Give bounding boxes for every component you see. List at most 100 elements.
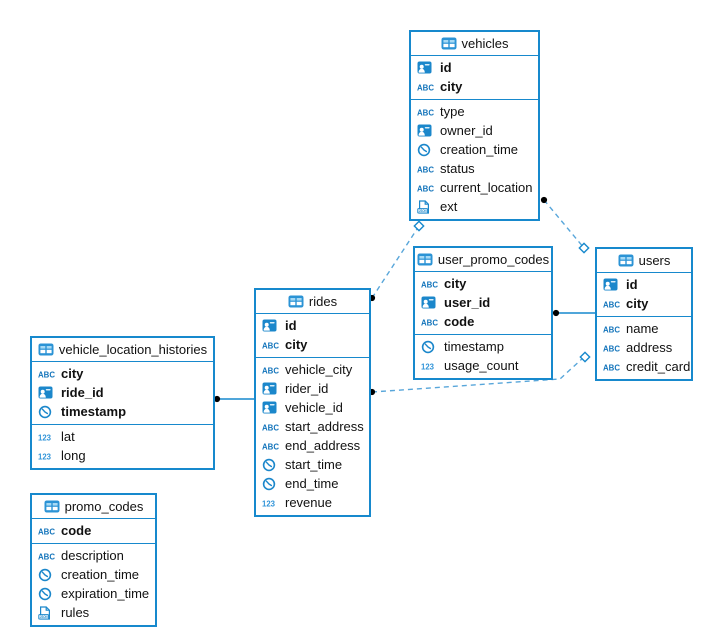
relation-user-promo-codes-users[interactable] xyxy=(551,309,595,317)
column-row[interactable]: vehicle_id xyxy=(256,398,369,417)
column-name: current_location xyxy=(440,180,533,195)
column-name: vehicle_id xyxy=(285,400,343,415)
abc-string-icon: ABC xyxy=(262,340,281,350)
table-icon xyxy=(417,253,433,266)
abc-string-icon: ABC xyxy=(417,82,436,92)
column-row[interactable]: ABC end_address xyxy=(256,436,369,455)
numeric-123-icon: 123 xyxy=(262,498,281,508)
column-name: city xyxy=(440,79,463,94)
table-header[interactable]: promo_codes xyxy=(32,495,155,519)
table-name: user_promo_codes xyxy=(437,252,550,267)
svg-text:ABC: ABC xyxy=(262,442,279,451)
column-row[interactable]: start_time xyxy=(256,455,369,474)
table-header[interactable]: vehicles xyxy=(411,32,538,56)
column-row[interactable]: creation_time xyxy=(411,140,538,159)
clock-icon xyxy=(262,458,281,472)
table-header[interactable]: rides xyxy=(256,290,369,314)
id-icon xyxy=(38,386,57,399)
abc-string-icon: ABC xyxy=(417,107,436,117)
column-name: start_time xyxy=(285,457,343,472)
column-name: address xyxy=(626,340,673,355)
table-header[interactable]: user_promo_codes xyxy=(415,248,551,272)
relation-vehicles-users[interactable] xyxy=(540,196,590,254)
table-header[interactable]: vehicle_location_histories xyxy=(32,338,213,362)
column-row[interactable]: owner_id xyxy=(411,121,538,140)
column-row[interactable]: end_time xyxy=(256,474,369,493)
column-name: vehicle_city xyxy=(285,362,353,377)
column-name: city xyxy=(61,366,84,381)
column-row[interactable]: creation_time xyxy=(32,565,155,584)
table-name: promo_codes xyxy=(64,499,144,514)
column-name: user_id xyxy=(444,295,491,310)
clock-icon xyxy=(38,568,57,582)
relation-vehicle-location-histories-rides[interactable] xyxy=(213,395,254,403)
svg-text:123: 123 xyxy=(421,362,434,371)
table-name: vehicles xyxy=(461,36,509,51)
column-row[interactable]: id xyxy=(597,275,691,294)
column-row[interactable]: 123 revenue xyxy=(256,493,369,512)
numeric-123-icon: 123 xyxy=(421,361,440,371)
column-row[interactable]: ABC address xyxy=(597,338,691,357)
json-icon: JSON xyxy=(417,199,436,214)
relation-dot xyxy=(552,309,560,317)
column-row[interactable]: id xyxy=(411,58,538,77)
column-name: expiration_time xyxy=(61,586,150,601)
column-name: end_address xyxy=(285,438,361,453)
abc-string-icon: ABC xyxy=(603,343,622,353)
column-row[interactable]: ride_id xyxy=(32,383,213,402)
svg-text:ABC: ABC xyxy=(262,341,279,350)
column-row[interactable]: rider_id xyxy=(256,379,369,398)
column-name: end_time xyxy=(285,476,339,491)
column-row[interactable]: timestamp xyxy=(415,337,551,356)
clock-icon xyxy=(38,587,57,601)
table-icon xyxy=(288,295,304,308)
column-name: name xyxy=(626,321,659,336)
column-row[interactable]: ABC city xyxy=(411,77,538,96)
table-header[interactable]: users xyxy=(597,249,691,273)
column-name: id xyxy=(626,277,638,292)
column-row[interactable]: expiration_time xyxy=(32,584,155,603)
id-icon xyxy=(262,319,281,332)
column-row[interactable]: id xyxy=(256,316,369,335)
numeric-123-icon: 123 xyxy=(38,451,57,461)
column-name: id xyxy=(285,318,297,333)
relation-diamond xyxy=(413,220,425,232)
column-name: credit_card xyxy=(626,359,691,374)
column-row[interactable]: timestamp xyxy=(32,402,213,421)
svg-text:ABC: ABC xyxy=(603,344,620,353)
column-row[interactable]: user_id xyxy=(415,293,551,312)
column-name: revenue xyxy=(285,495,332,510)
id-icon xyxy=(417,124,436,137)
abc-string-icon: ABC xyxy=(262,422,281,432)
